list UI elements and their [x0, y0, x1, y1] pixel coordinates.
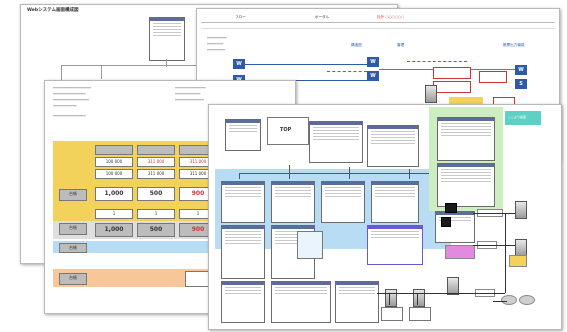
magenta-box	[445, 245, 475, 259]
side-label: 台帳	[59, 189, 87, 201]
web-node: W	[233, 59, 245, 69]
thumbnail-screen	[149, 17, 185, 61]
blue-strip	[53, 241, 253, 253]
top-label: TOP	[280, 127, 292, 133]
screen-thumbnail	[371, 181, 419, 223]
side-label: 台帳	[59, 223, 87, 235]
grid-cell: 500	[137, 187, 175, 201]
screen-thumbnail	[221, 225, 265, 279]
server-icon	[447, 277, 459, 295]
server-icon	[385, 289, 397, 307]
terminal-icon	[445, 203, 457, 213]
grid-cell: 311 000	[137, 169, 175, 179]
grid-cell: 1,000	[95, 223, 133, 237]
screen-thumbnail	[367, 125, 419, 167]
info-box	[297, 231, 323, 259]
screen-thumbnail	[225, 119, 261, 151]
grid-cell: 1,000	[95, 187, 133, 201]
grid-cell: 100 000	[95, 169, 133, 179]
web-node: W	[367, 71, 379, 81]
grid-cell	[137, 145, 175, 155]
top-page-box: TOP	[267, 117, 309, 145]
screen-thumbnail	[435, 211, 475, 243]
box-label-output: 帳票出力機能	[503, 43, 525, 47]
header-label-portal: ポータル	[315, 15, 330, 19]
grid-cell	[95, 145, 133, 155]
screen-thumbnail	[271, 181, 315, 223]
database-icon	[501, 295, 517, 305]
grid-cell: 100 000	[95, 157, 133, 167]
terminal-icon	[441, 217, 451, 227]
screen-thumbnail	[335, 281, 379, 323]
server-icon	[425, 85, 437, 103]
box-label-structure: 構造図	[351, 43, 362, 47]
server-node: S	[515, 79, 527, 89]
grid-cell: 311 000	[137, 157, 175, 167]
screen-thumbnail	[437, 117, 495, 161]
grid-cell: 500	[137, 223, 175, 237]
screen-thumbnail	[321, 181, 365, 223]
screen-flow-sheet: ここより画面 TOP	[208, 104, 562, 330]
header-label-flow: フロー	[235, 15, 246, 19]
grid-cell: 1	[95, 209, 133, 219]
server-icon	[413, 289, 425, 307]
grid-cell: 1	[137, 209, 175, 219]
header-label-external: 社外 ○○○○○○	[377, 15, 405, 19]
screen-thumbnail	[221, 181, 265, 223]
screen-thumbnail	[437, 163, 495, 207]
side-label: 台帳	[59, 273, 87, 285]
screen-thumbnail	[221, 281, 265, 323]
screen-thumbnail	[271, 281, 331, 323]
teal-callout: ここより画面	[505, 111, 541, 125]
printer-icon	[509, 255, 527, 267]
server-icon	[515, 201, 527, 219]
screen-thumbnail	[309, 121, 363, 163]
box-label-admin: 管理	[397, 43, 405, 47]
database-icon	[519, 295, 535, 305]
sheet-title: Webシステム画面構成図	[27, 8, 79, 13]
side-label: 台帳	[59, 243, 87, 253]
web-node: W	[515, 65, 527, 75]
callout-label: ここより画面	[508, 115, 526, 119]
screen-thumbnail	[367, 225, 423, 265]
web-node: W	[367, 57, 379, 67]
